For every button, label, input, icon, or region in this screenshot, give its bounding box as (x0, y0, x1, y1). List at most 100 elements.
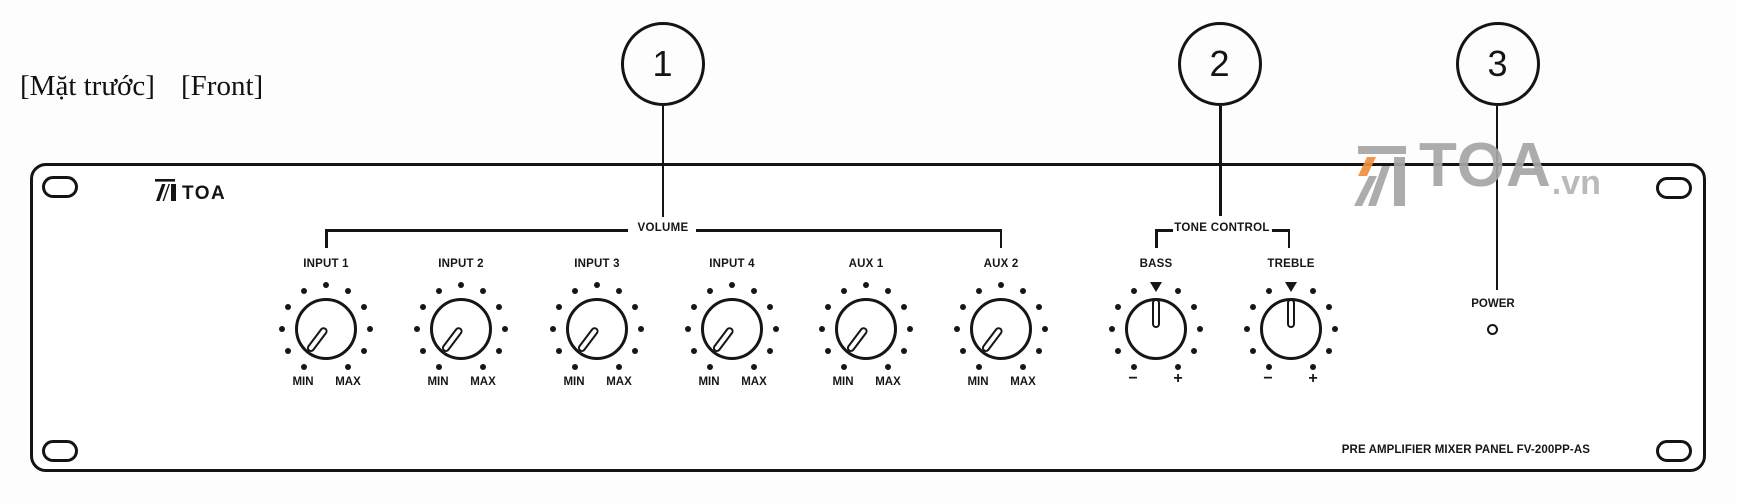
knob-tick-dot (344, 363, 352, 371)
knob-label: AUX 2 (983, 258, 1019, 270)
knob-tick-dot (419, 347, 427, 355)
knob-tick-dot (555, 347, 563, 355)
knob-tick-dot (1190, 347, 1198, 355)
mounting-hole-bottom-left (42, 440, 78, 462)
callout-circle-3: 3 (1455, 22, 1540, 106)
knob-min-label: MIN (292, 376, 314, 388)
knob-tick-dot (1019, 287, 1027, 295)
callout-line-3 (1495, 106, 1498, 290)
callout-circle-1: 1 (620, 22, 705, 106)
volume-bracket-left (325, 229, 628, 232)
callout-circle-2: 2 (1177, 22, 1262, 106)
knob-label: TREBLE (1267, 258, 1315, 270)
knob-tick-dot (1190, 303, 1198, 311)
knob-tick-dot (284, 347, 292, 355)
tone-bracket-left-stub (1155, 229, 1158, 248)
knob-tick-dot (1249, 347, 1257, 355)
knob-tick-dot (906, 325, 914, 333)
knob-min-label: MIN (698, 376, 720, 388)
knob-max-label: MAX (741, 376, 767, 388)
knob-pointer (1151, 299, 1160, 328)
knob-tick-dot (975, 287, 983, 295)
knob-tick-dot (555, 303, 563, 311)
knob-tick-dot (360, 347, 368, 355)
knob-treble[interactable]: TREBLE − + (1231, 256, 1351, 396)
knob-max-label: + (1308, 370, 1318, 387)
front-label-english: [Front] (181, 70, 264, 102)
knob-tick-dot (1035, 347, 1043, 355)
knob-tick-dot (884, 287, 892, 295)
knob-tick-dot (684, 325, 692, 333)
knob-label: INPUT 3 (574, 258, 620, 270)
knob-tick-dot (706, 287, 714, 295)
knob-tick-dot (1249, 303, 1257, 311)
knob-tick-dot (495, 303, 503, 311)
knob-tick-dot (278, 325, 286, 333)
knob-tick-dot (818, 325, 826, 333)
center-marker-triangle-icon (1284, 282, 1297, 292)
knob-bass[interactable]: BASS−+ (1096, 256, 1216, 396)
knob-tick-dot (1309, 287, 1317, 295)
knob-tick-dot (419, 303, 427, 311)
knob-tick-dot (1114, 347, 1122, 355)
knob-tick-dot (360, 303, 368, 311)
knob-min-label: MIN (967, 376, 989, 388)
knob-max-label: MAX (1010, 376, 1036, 388)
callout-number-1: 1 (652, 43, 673, 84)
toa-logo: TOA (155, 179, 227, 208)
center-marker-triangle-icon (1149, 282, 1162, 292)
knob-input-3[interactable]: INPUT 3 MIN MAX (537, 256, 657, 396)
knob-tick-dot (435, 287, 443, 295)
knob-tick-dot (344, 287, 352, 295)
knob-tick-dot (706, 363, 714, 371)
knob-max-label: MAX (335, 376, 361, 388)
knob-aux-2[interactable]: AUX 2 MIN MAX (941, 256, 1061, 396)
knob-tick-dot (1331, 325, 1339, 333)
knob-tick-dot (766, 347, 774, 355)
svg-text:TOA: TOA (182, 183, 226, 203)
knob-tick-dot (615, 287, 623, 295)
knob-pointer (1286, 299, 1295, 328)
mounting-hole-top-right (1656, 177, 1692, 199)
knob-tick-dot (457, 281, 465, 289)
knob-tick-dot (322, 281, 330, 289)
knob-tick-dot (1325, 347, 1333, 355)
knob-tick-dot (862, 281, 870, 289)
tone-bracket-left (1155, 229, 1173, 232)
model-text: PRE AMPLIFIER MIXER PANEL FV-200PP-AS (1341, 444, 1590, 456)
volume-bracket-left-stub (325, 229, 328, 248)
knob-tick-dot (501, 325, 509, 333)
knob-tick-dot (1041, 325, 1049, 333)
knob-min-label: MIN (563, 376, 585, 388)
callout-line-1 (661, 106, 664, 217)
volume-bracket-right (696, 229, 1002, 232)
front-label-vietnamese: [Mặt trước] (20, 70, 155, 102)
volume-bracket-right-stub (999, 229, 1002, 248)
knob-tick-dot (1174, 363, 1182, 371)
knob-tick-dot (631, 347, 639, 355)
knob-tick-dot (284, 303, 292, 311)
knob-max-label: MAX (606, 376, 632, 388)
knob-tick-dot (900, 303, 908, 311)
knob-tick-dot (975, 363, 983, 371)
knob-max-label: MAX (875, 376, 901, 388)
callout-line-2 (1219, 106, 1222, 216)
knob-label: INPUT 2 (438, 258, 484, 270)
knob-min-label: − (1128, 370, 1138, 387)
knob-tick-dot (728, 281, 736, 289)
knob-min-label: − (1263, 370, 1273, 387)
knob-tick-dot (631, 303, 639, 311)
knob-tick-dot (593, 281, 601, 289)
knob-label: AUX 1 (848, 258, 884, 270)
power-led-indicator (1487, 324, 1498, 335)
knob-tick-dot (1265, 363, 1273, 371)
knob-tick-dot (1114, 303, 1122, 311)
knob-tick-dot (1243, 325, 1251, 333)
knob-tick-dot (549, 325, 557, 333)
knob-tick-dot (884, 363, 892, 371)
knob-max-label: + (1173, 370, 1183, 387)
